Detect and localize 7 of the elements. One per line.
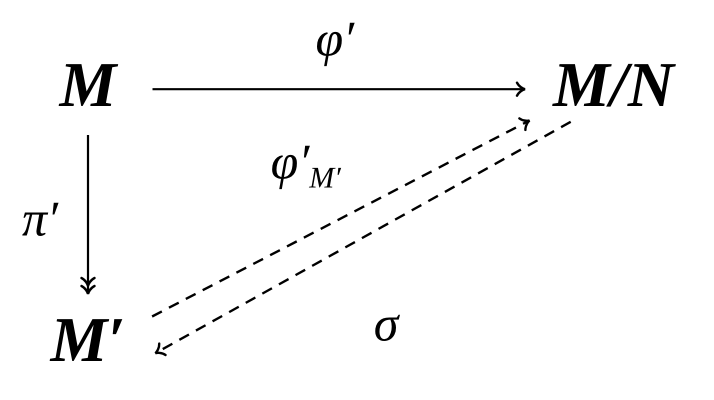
object-label: M/N	[537, 55, 690, 115]
edge-label: φ′	[315, 12, 354, 67]
object-label: M′	[34, 310, 142, 370]
object-label: M	[44, 55, 132, 115]
edge-label: π′	[22, 191, 58, 246]
edge-label: σ	[374, 296, 398, 351]
edge-label: φ′$_{M′}$	[270, 134, 341, 189]
